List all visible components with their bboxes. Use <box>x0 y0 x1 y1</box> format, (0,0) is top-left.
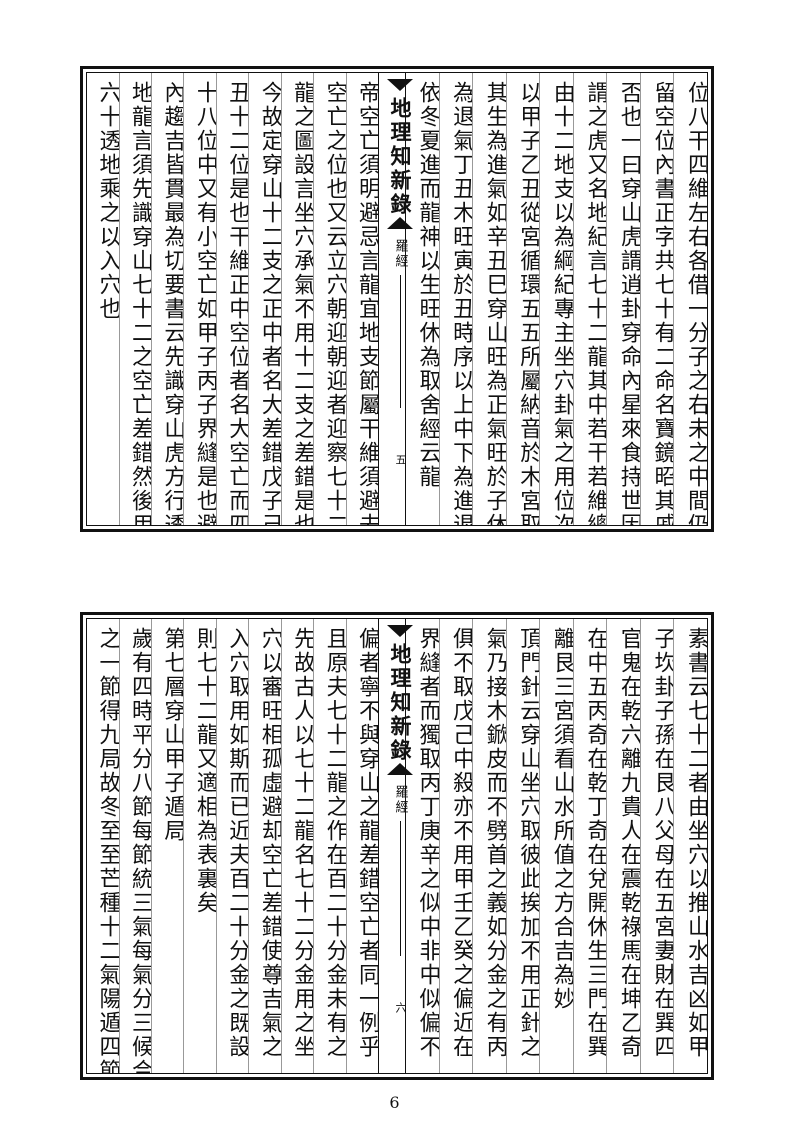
text-column: 十八位中又有小空亡如甲子丙子界縫是也避 <box>183 73 216 525</box>
text-column: 龍之圖設言坐穴承氣不用十二支之差錯是也 <box>280 73 313 525</box>
text-column: 否也一曰穿山虎謂逍卦穿命內星來食持世因 <box>606 73 640 525</box>
lower-page-spread: 素書云七十二者由坐穴以推山水吉凶如甲子坎卦子孫在艮八父母在五宮妻財在巽四官鬼在乾… <box>80 612 714 1080</box>
text-column: 偏者寧不與穿山之龍差錯空亡者同一例乎 <box>345 619 378 1073</box>
text-column: 地龍言須先識穿山七十二之空亡差錯然後用 <box>118 73 151 525</box>
text-column: 今故定穿山十二支之正中者名大差錯戊子己 <box>248 73 281 525</box>
upper-leaf-number: 五 <box>394 454 407 465</box>
text-column: 位八干四維左右各借一分子之右未之中間仍 <box>673 73 707 525</box>
fish-tail-ornament-icon <box>387 79 413 91</box>
strip-divider <box>399 275 401 408</box>
lower-book-title: 地理知新錄 <box>388 643 413 763</box>
text-column: 入穴取用如斯而已近夫百二十分金之既設 <box>215 619 248 1073</box>
upper-right-page: 位八干四維左右各借一分子之右未之中間仍留空位內書正字共七十有二命名寶鏡昭其戚否也… <box>405 73 707 525</box>
upper-center-margin-strip: 地理知新錄 羅經 五 <box>385 73 415 525</box>
text-column: 界縫者而獨取丙丁庚辛之似中非中似偏不 <box>415 627 439 1059</box>
text-column: 素書云七十二者由坐穴以推山水吉凶如甲 <box>673 619 707 1073</box>
fish-tail-ornament-icon <box>387 217 413 229</box>
text-column: 帝空亡須明避忌言龍宜地支節屬干維須避去 <box>345 73 378 525</box>
text-column: 第七層穿山甲子遁局 <box>150 619 183 1073</box>
strip-divider <box>399 821 401 956</box>
lower-left-page: 偏者寧不與穿山之龍差錯空亡者同一例乎且原夫七十二龍之作在百二十分金未有之先故古人… <box>87 619 379 1073</box>
text-column: 子坎卦子孫在艮八父母在五宮妻財在巽四 <box>639 619 673 1073</box>
page-number: 6 <box>389 1093 400 1112</box>
lower-leaf-number: 六 <box>394 1002 407 1013</box>
upper-page-spread: 位八干四維左右各借一分子之右未之中間仍留空位內書正字共七十有二命名寶鏡昭其戚否也… <box>80 66 714 532</box>
text-column: 官鬼在乾六離九貴人在震乾祿馬在坤乙奇 <box>606 619 640 1073</box>
text-column: 先故古人以七十二龍名七十二分金用之坐 <box>280 619 313 1073</box>
text-column: 謂之虎又名地紀言七十二龍其中若干若維總 <box>572 73 606 525</box>
lower-right-page: 素書云七十二者由坐穴以推山水吉凶如甲子坎卦子孫在艮八父母在五宮妻財在巽四官鬼在乾… <box>405 619 707 1073</box>
text-column: 空亡之位也又云立穴朝迎朝迎者迎察七十二 <box>313 73 346 525</box>
text-column: 穴以審旺相孤虛避却空亡差錯使尊吉氣之 <box>248 619 281 1073</box>
lower-center-margin-strip: 地理知新錄 羅經 六 <box>385 619 415 1073</box>
fish-tail-ornament-icon <box>387 625 413 637</box>
text-column: 以甲子乙丑從宮循環五五所屬納音於木宮取 <box>505 73 539 525</box>
text-column: 頂門針云穿山坐穴取彼此挨加不用正針之 <box>505 619 539 1073</box>
text-column: 六十透地乘之以入穴也 <box>95 81 119 321</box>
text-column: 依冬夏進而龍神以生旺休為取舍經云龍 <box>415 81 439 489</box>
upper-book-title: 地理知新錄 <box>388 97 413 217</box>
fish-tail-ornament-icon <box>387 763 413 775</box>
text-column: 則七十二龍又適相為表裏矣 <box>183 619 216 1073</box>
text-column: 之一節得九局故冬至至芒種十二氣陽遁四節 <box>95 627 119 1073</box>
text-column: 內趨吉皆貫最為切要書云先識穿山虎方行透 <box>150 73 183 525</box>
text-column: 在中五丙奇在乾丁奇在兌開休生三門在巽 <box>572 619 606 1073</box>
upper-section-label: 羅經 <box>392 239 408 269</box>
text-column: 其生為進氣如辛丑巳穿山旺為正氣旺於子休 <box>472 73 506 525</box>
text-column: 且原夫七十二龍之作在百二十分金未有之 <box>313 619 346 1073</box>
lower-section-label: 羅經 <box>392 785 408 815</box>
text-column: 歲有四時平分八節每節統三氣每氣分三候合 <box>118 619 151 1073</box>
text-column: 氣乃接木鍁皮而不劈首之義如分金之有丙 <box>472 619 506 1073</box>
text-column: 為退氣丁丑木旺寅於丑時序以上中下為進退三候依 <box>438 73 472 525</box>
upper-left-page: 帝空亡須明避忌言龍宜地支節屬干維須避去空亡之位也又云立穴朝迎朝迎者迎察七十二龍之… <box>87 73 379 525</box>
text-column: 丑十二位是也干維正中空位者名大空亡而四 <box>215 73 248 525</box>
text-column: 留空位內書正字共七十有二命名寶鏡昭其戚 <box>639 73 673 525</box>
text-column: 由十二地支以為綱紀專主坐穴卦氣之用位次 <box>539 73 573 525</box>
text-column: 俱不取戊己中殺亦不用甲壬乙癸之偏近在 <box>438 619 472 1073</box>
text-column: 離艮三宮須看山水所值之方合吉為妙 <box>539 619 573 1073</box>
